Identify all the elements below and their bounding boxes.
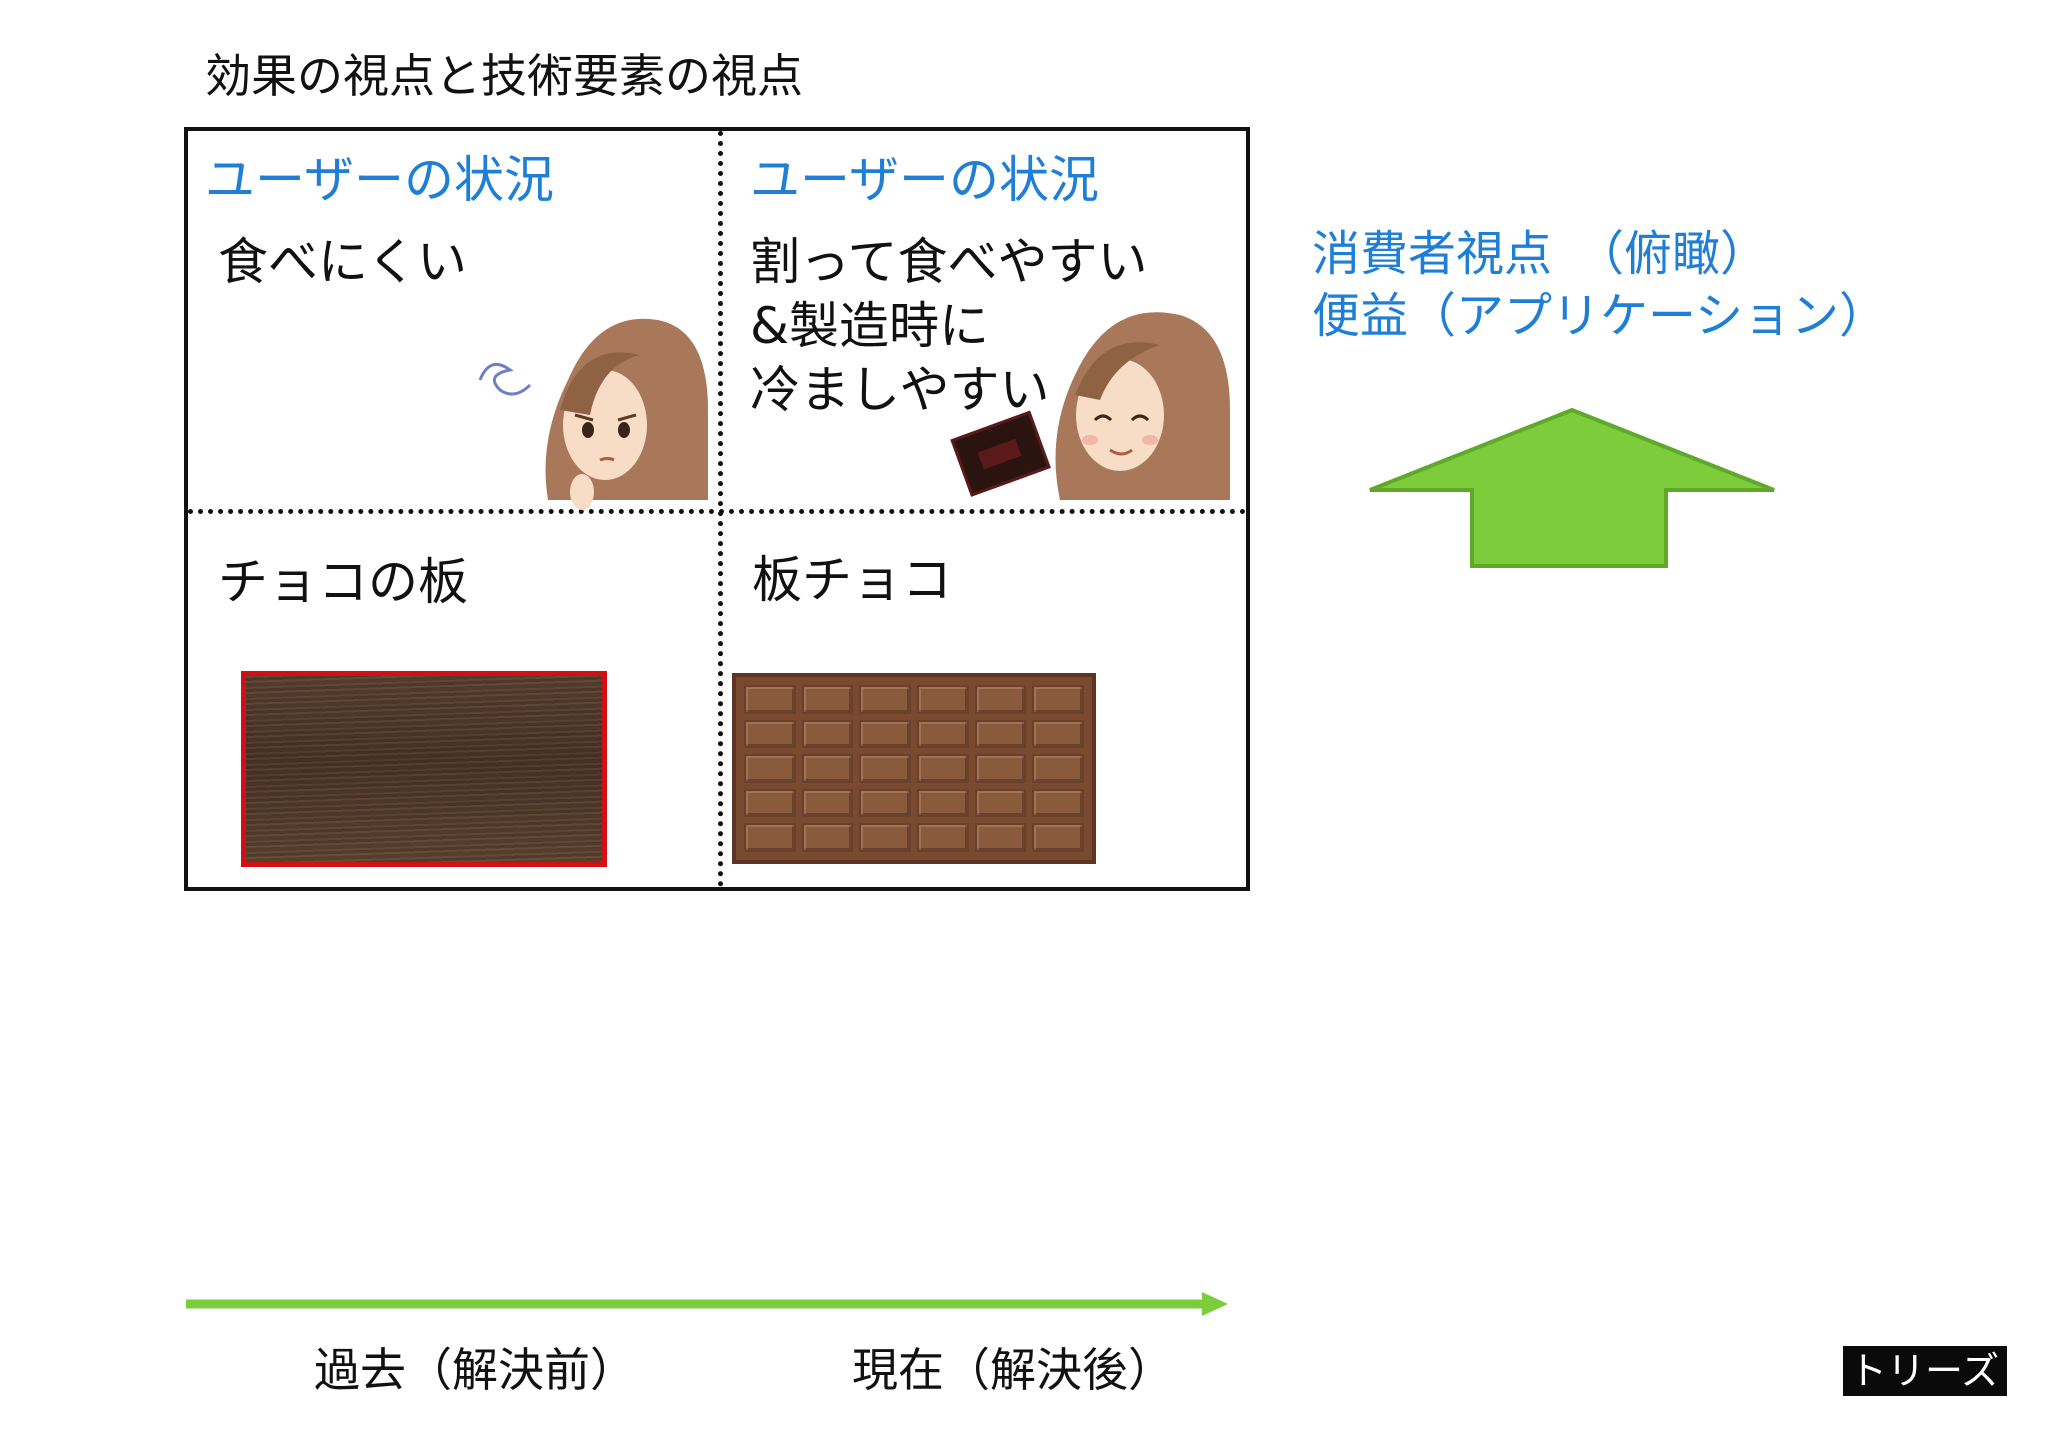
chocolate-segment — [744, 823, 796, 852]
chocolate-segment — [802, 823, 854, 852]
chocolate-segment — [859, 823, 911, 852]
chocolate-segment — [1032, 754, 1084, 783]
chocolate-segment — [802, 720, 854, 749]
chocolate-segment — [917, 823, 969, 852]
benefit-application-label: 便益（アプリケーション） — [1312, 284, 1887, 348]
chocolate-segment — [744, 754, 796, 783]
chocolate-segment — [917, 754, 969, 783]
bottom-right-text: 板チョコ — [752, 548, 952, 612]
top-right-heading: ユーザーの状況 — [750, 150, 1099, 210]
chocolate-piece-icon — [952, 412, 1049, 495]
chocolate-bar-image — [732, 673, 1096, 864]
present-label: 現在（解決後） — [852, 1342, 1174, 1398]
chocolate-segment — [802, 754, 854, 783]
chocolate-segment — [744, 720, 796, 749]
chocolate-segment — [917, 685, 969, 714]
timeline-arrow — [184, 1290, 1234, 1326]
bottom-left-text: チョコの板 — [218, 550, 468, 614]
chocolate-segment — [859, 720, 911, 749]
top-left-text: 食べにくい — [218, 230, 467, 294]
page-title: 効果の視点と技術要素の視点 — [205, 48, 803, 104]
chocolate-segment — [917, 789, 969, 818]
wood-board-image — [241, 671, 607, 867]
confusion-scribble-icon — [480, 364, 530, 394]
chocolate-segment — [1032, 685, 1084, 714]
chocolate-segment — [975, 754, 1027, 783]
chocolate-segment — [975, 720, 1027, 749]
chocolate-segment — [975, 685, 1027, 714]
triz-logo: トリーズ — [1843, 1346, 2007, 1396]
past-label: 過去（解決前） — [314, 1342, 636, 1398]
chocolate-segment — [802, 685, 854, 714]
chocolate-segment — [744, 789, 796, 818]
chocolate-segment — [859, 685, 911, 714]
chocolate-segment — [1032, 823, 1084, 852]
chocolate-segment — [859, 754, 911, 783]
chocolate-segment — [975, 789, 1027, 818]
top-left-heading: ユーザーの状況 — [205, 150, 554, 210]
top-right-line-1: 割って食べやすい — [750, 230, 1148, 294]
chocolate-segment — [802, 789, 854, 818]
chocolate-segment — [1032, 789, 1084, 818]
chocolate-segment — [859, 789, 911, 818]
chocolate-segment — [1032, 720, 1084, 749]
chocolate-segment — [917, 720, 969, 749]
chocolate-segment — [744, 685, 796, 714]
happy-woman-illustration — [950, 290, 1240, 510]
confused-woman-illustration — [460, 300, 710, 510]
chocolate-segment — [975, 823, 1027, 852]
up-arrow-icon — [1364, 406, 1780, 570]
consumer-viewpoint-label: 消費者視点 （俯瞰） — [1312, 222, 1768, 286]
